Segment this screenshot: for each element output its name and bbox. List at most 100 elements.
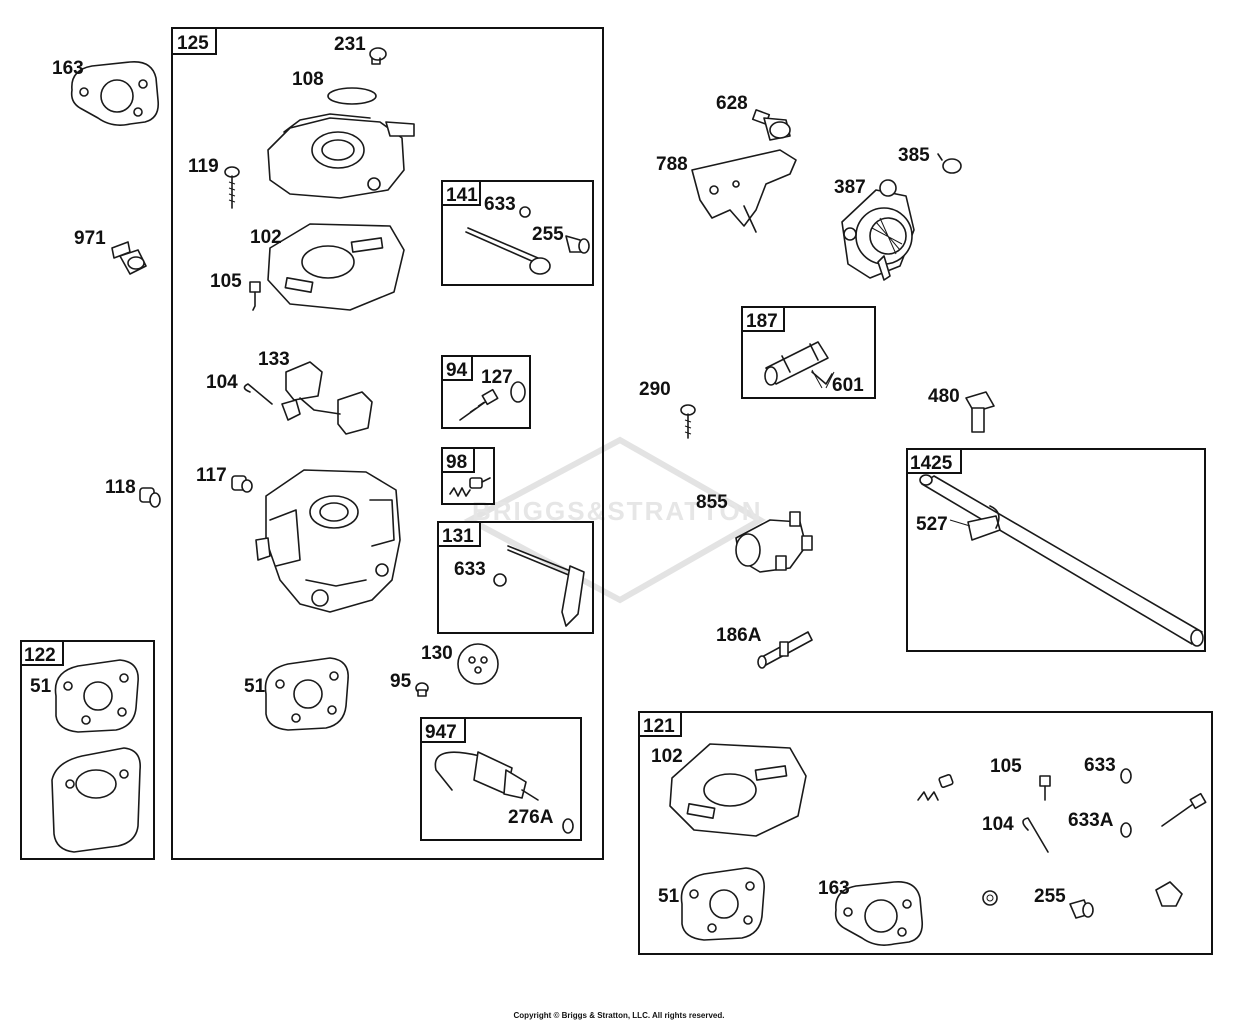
oring-127-drawing <box>510 381 526 403</box>
needle-121-drawing <box>1161 792 1207 827</box>
group-tag-94: 94 <box>446 360 468 381</box>
gasket-121-163-drawing <box>834 881 924 946</box>
group-tag-131: 131 <box>442 526 474 547</box>
gasket-122-51-drawing <box>54 659 139 733</box>
needle-105-drawing <box>249 281 261 311</box>
part-label: 633 <box>484 194 516 215</box>
part-label: 385 <box>898 145 930 166</box>
part-label: 130 <box>421 643 453 664</box>
cap-121-drawing <box>1155 881 1183 907</box>
shaft-131-drawing <box>493 545 585 627</box>
part-label: 276A <box>508 807 554 828</box>
group-tag-121: 121 <box>643 716 675 737</box>
group-box-187 <box>741 306 876 399</box>
screw-119-drawing <box>224 166 240 209</box>
needle-94-drawing <box>459 388 499 421</box>
washer-121-633-drawing <box>1120 768 1132 784</box>
pin-121-104-drawing <box>1022 817 1049 853</box>
bracket-788-drawing <box>691 149 797 233</box>
part-label: 118 <box>105 477 136 498</box>
group-tag-122: 122 <box>24 645 56 666</box>
float-133-drawing <box>281 361 373 435</box>
part-label: 788 <box>656 154 688 175</box>
watermark: BRIGGS&STRATTON <box>463 436 767 604</box>
part-label: 633 <box>1084 755 1116 776</box>
gasket-108-drawing <box>327 87 377 105</box>
needle-121-105-drawing <box>1039 775 1051 801</box>
disc-130-drawing <box>457 643 499 685</box>
gasket-121-51-drawing <box>680 867 765 941</box>
part-label: 105 <box>990 756 1022 777</box>
group-box-1425 <box>906 448 1206 652</box>
part-label: 51 <box>658 886 680 907</box>
part-label: 102 <box>651 746 683 767</box>
tee-186A-drawing <box>757 631 813 669</box>
part-label: 163 <box>52 58 84 79</box>
part-label: 51 <box>30 676 52 697</box>
group-tag-187: 187 <box>746 311 778 332</box>
bolt-628-drawing <box>751 109 791 141</box>
screw-95-drawing <box>415 682 429 697</box>
part-label: 255 <box>1034 886 1066 907</box>
part-label: 231 <box>334 34 366 55</box>
gasket-51-drawing <box>264 657 349 731</box>
part-label: 255 <box>532 224 564 245</box>
fuel-pump-387-drawing <box>841 179 915 281</box>
group-box-947 <box>420 717 582 841</box>
solenoid-947-drawing <box>434 751 574 834</box>
part-label: 633 <box>454 559 486 580</box>
group-box-131 <box>437 521 594 634</box>
tube-1425-drawing <box>919 474 1204 647</box>
part-label: 104 <box>206 372 238 393</box>
part-label: 104 <box>982 814 1014 835</box>
part-label: 105 <box>210 271 242 292</box>
spring-98-drawing <box>449 477 491 497</box>
plate-102-drawing <box>267 223 405 311</box>
bolt-971-drawing <box>111 241 147 275</box>
part-label: 127 <box>481 367 513 388</box>
group-tag-125: 125 <box>177 33 209 54</box>
group-tag-947: 947 <box>425 722 457 743</box>
part-label: 95 <box>390 671 412 692</box>
fitting-855-drawing <box>735 511 813 573</box>
pin-104-drawing <box>243 383 273 405</box>
fitting-117-drawing <box>231 475 253 493</box>
shaft-141-drawing <box>465 206 590 275</box>
group-tag-141: 141 <box>446 185 478 206</box>
bolt-480-drawing <box>965 391 995 433</box>
screw-290-drawing <box>680 404 696 439</box>
fitting-121-255-drawing <box>1069 899 1094 919</box>
part-label: 855 <box>696 492 728 513</box>
part-label: 51 <box>244 676 266 697</box>
leader-lines <box>811 369 971 527</box>
group-tag-1425: 1425 <box>910 453 953 474</box>
group-box-141 <box>441 180 594 286</box>
part-label: 527 <box>916 514 948 535</box>
washer-121-633A-drawing <box>1120 822 1132 838</box>
spacer-122-drawing <box>51 747 141 853</box>
part-label: 633A <box>1068 810 1114 831</box>
part-label: 119 <box>188 156 219 177</box>
hose-187-drawing <box>764 341 833 386</box>
group-box-125 <box>171 27 604 860</box>
plate-121-102-drawing <box>669 743 807 837</box>
part-label: 108 <box>292 69 324 90</box>
screw-231-drawing <box>369 47 387 65</box>
part-label: 163 <box>818 878 850 899</box>
group-box-121 <box>638 711 1213 955</box>
part-label: 971 <box>74 228 106 249</box>
part-labels: 163 971 118 231 108 119 102 105 133 104 … <box>30 34 1116 907</box>
part-label: 133 <box>258 349 290 370</box>
part-label: 601 <box>832 375 864 396</box>
carb-body-drawing <box>255 469 401 613</box>
fitting-118-drawing <box>139 487 161 508</box>
gasket-163-drawing <box>70 61 160 126</box>
part-label: 117 <box>196 465 227 486</box>
group-tag-98: 98 <box>446 452 467 473</box>
part-label: 102 <box>250 227 282 248</box>
group-box-94 <box>441 355 531 429</box>
washer-121-drawing <box>982 890 998 906</box>
group-box-122 <box>20 640 155 860</box>
part-label: 387 <box>834 177 866 198</box>
